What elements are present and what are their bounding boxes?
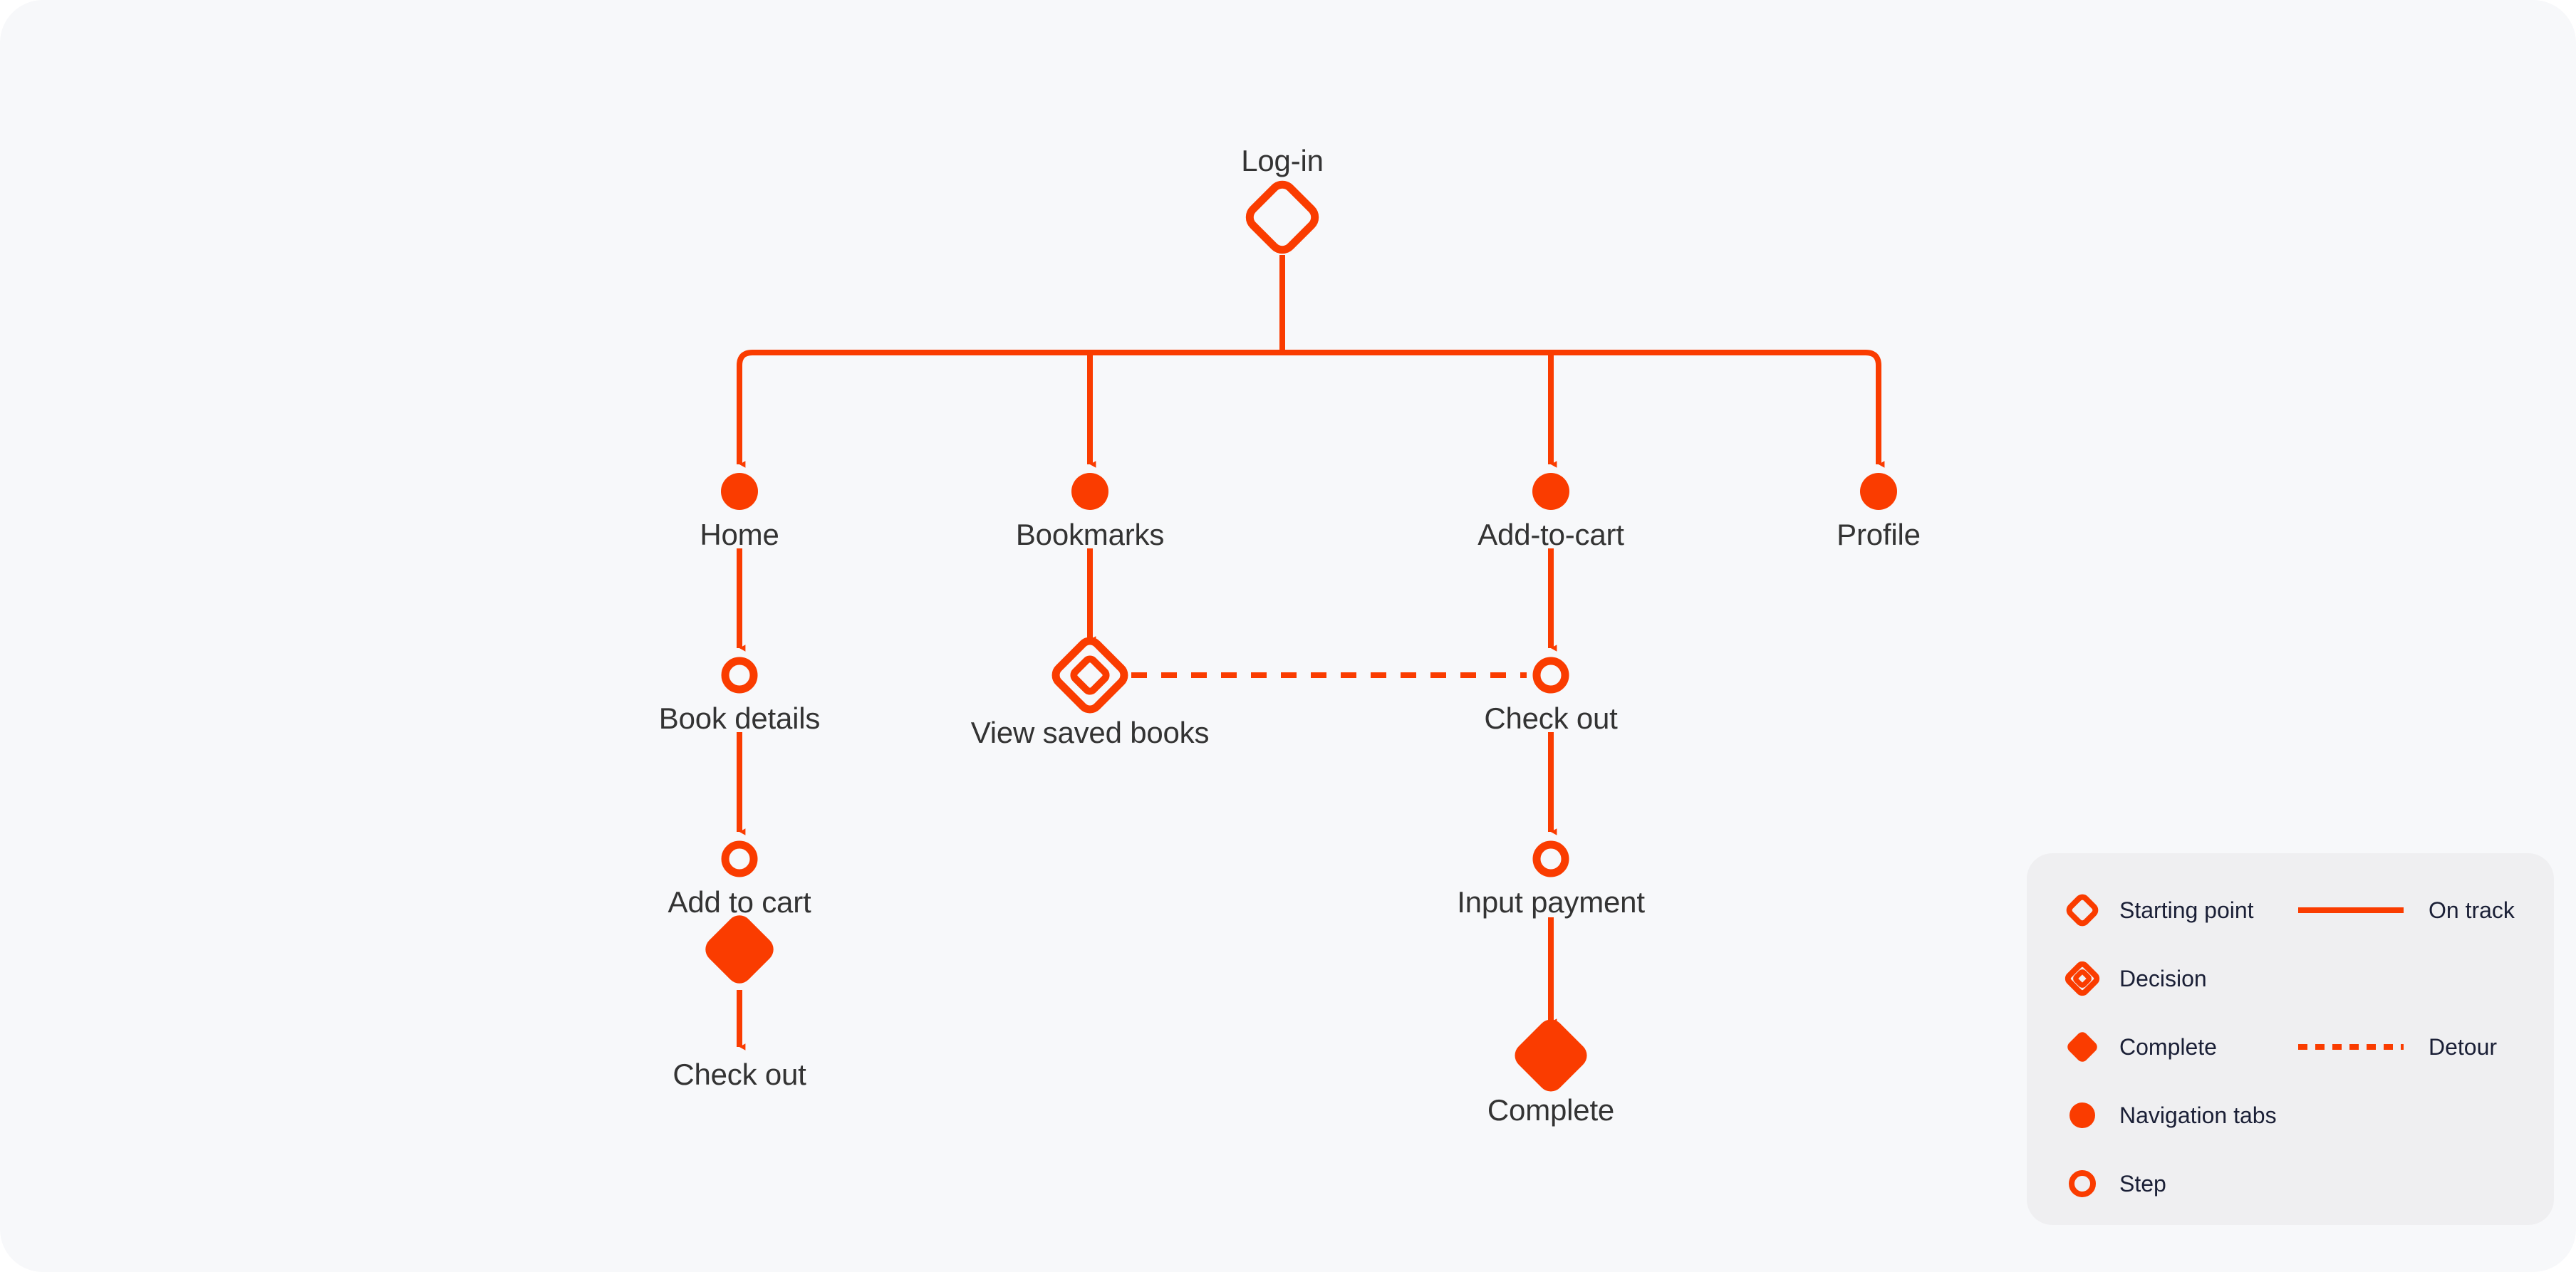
- node-addtocart2-shape[interactable]: [721, 840, 758, 877]
- legend-item-step[interactable]: Step: [2061, 1150, 2277, 1218]
- circle-outline-icon: [2061, 1162, 2104, 1205]
- node-label-addtocart: Add-to-cart: [1477, 518, 1624, 551]
- node-inputpayment-shape[interactable]: [1532, 840, 1569, 877]
- legend-label-step: Step: [2119, 1171, 2166, 1197]
- legend-item-navigation-tabs[interactable]: Navigation tabs: [2061, 1081, 2277, 1150]
- solid-line-icon: [2290, 906, 2411, 914]
- node-label-checkout-right: Check out: [1484, 702, 1618, 735]
- node-bookmarks-shape[interactable]: [1071, 473, 1108, 510]
- dotted-line-icon: [2290, 1043, 2411, 1051]
- node-label-checkout-left: Check out: [672, 1058, 806, 1091]
- node-label-bookmarks: Bookmarks: [1015, 518, 1165, 551]
- legend-panel: Starting point Decision Complete: [2027, 853, 2554, 1225]
- legend-label-decision: Decision: [2119, 966, 2207, 991]
- legend-label-starting-point: Starting point: [2119, 897, 2254, 923]
- double-diamond-outline-icon: [2061, 957, 2104, 1000]
- legend-shapes-column: Starting point Decision Complete: [2061, 876, 2277, 1218]
- legend-item-on-track[interactable]: On track: [2290, 876, 2515, 944]
- legend-spacer: [2290, 944, 2515, 1013]
- circle-filled-icon: [2061, 1094, 2104, 1137]
- node-checkout-right-shape[interactable]: [1532, 657, 1569, 694]
- legend-label-on-track: On track: [2429, 897, 2515, 923]
- legend-item-decision[interactable]: Decision: [2061, 944, 2277, 1013]
- legend-item-starting-point[interactable]: Starting point: [2061, 876, 2277, 944]
- node-label-inputpayment: Input payment: [1457, 885, 1645, 919]
- node-addtocart-shape[interactable]: [1532, 473, 1569, 510]
- node-viewsaved-shape[interactable]: [1051, 637, 1128, 714]
- node-label-addtocart2: Add to cart: [668, 885, 811, 919]
- legend-item-complete[interactable]: Complete: [2061, 1013, 2277, 1081]
- node-home-shape[interactable]: [721, 473, 758, 510]
- diamond-filled-icon: [2061, 1026, 2104, 1068]
- node-complete-right-shape[interactable]: [1510, 1014, 1592, 1097]
- node-label-login: Log-in: [1241, 144, 1324, 177]
- node-label-bookdetails: Book details: [658, 702, 821, 735]
- node-label-profile: Profile: [1837, 518, 1921, 551]
- legend-label-complete: Complete: [2119, 1034, 2217, 1060]
- legend-lines-column: On track Detour: [2290, 876, 2515, 1081]
- diamond-outline-icon: [2061, 889, 2104, 932]
- legend-label-navigation-tabs: Navigation tabs: [2119, 1102, 2277, 1128]
- node-label-home: Home: [700, 518, 779, 551]
- node-label-viewsaved: View saved books: [970, 716, 1210, 749]
- legend-label-detour: Detour: [2429, 1034, 2498, 1060]
- node-bookdetails-shape[interactable]: [721, 657, 758, 694]
- node-profile-shape[interactable]: [1860, 473, 1897, 510]
- legend-item-detour[interactable]: Detour: [2290, 1013, 2515, 1081]
- node-complete-left-shape[interactable]: [700, 910, 779, 989]
- edge-bus-bar: [737, 350, 1881, 399]
- node-login-shape[interactable]: [1245, 180, 1320, 255]
- node-label-complete: Complete: [1487, 1093, 1615, 1127]
